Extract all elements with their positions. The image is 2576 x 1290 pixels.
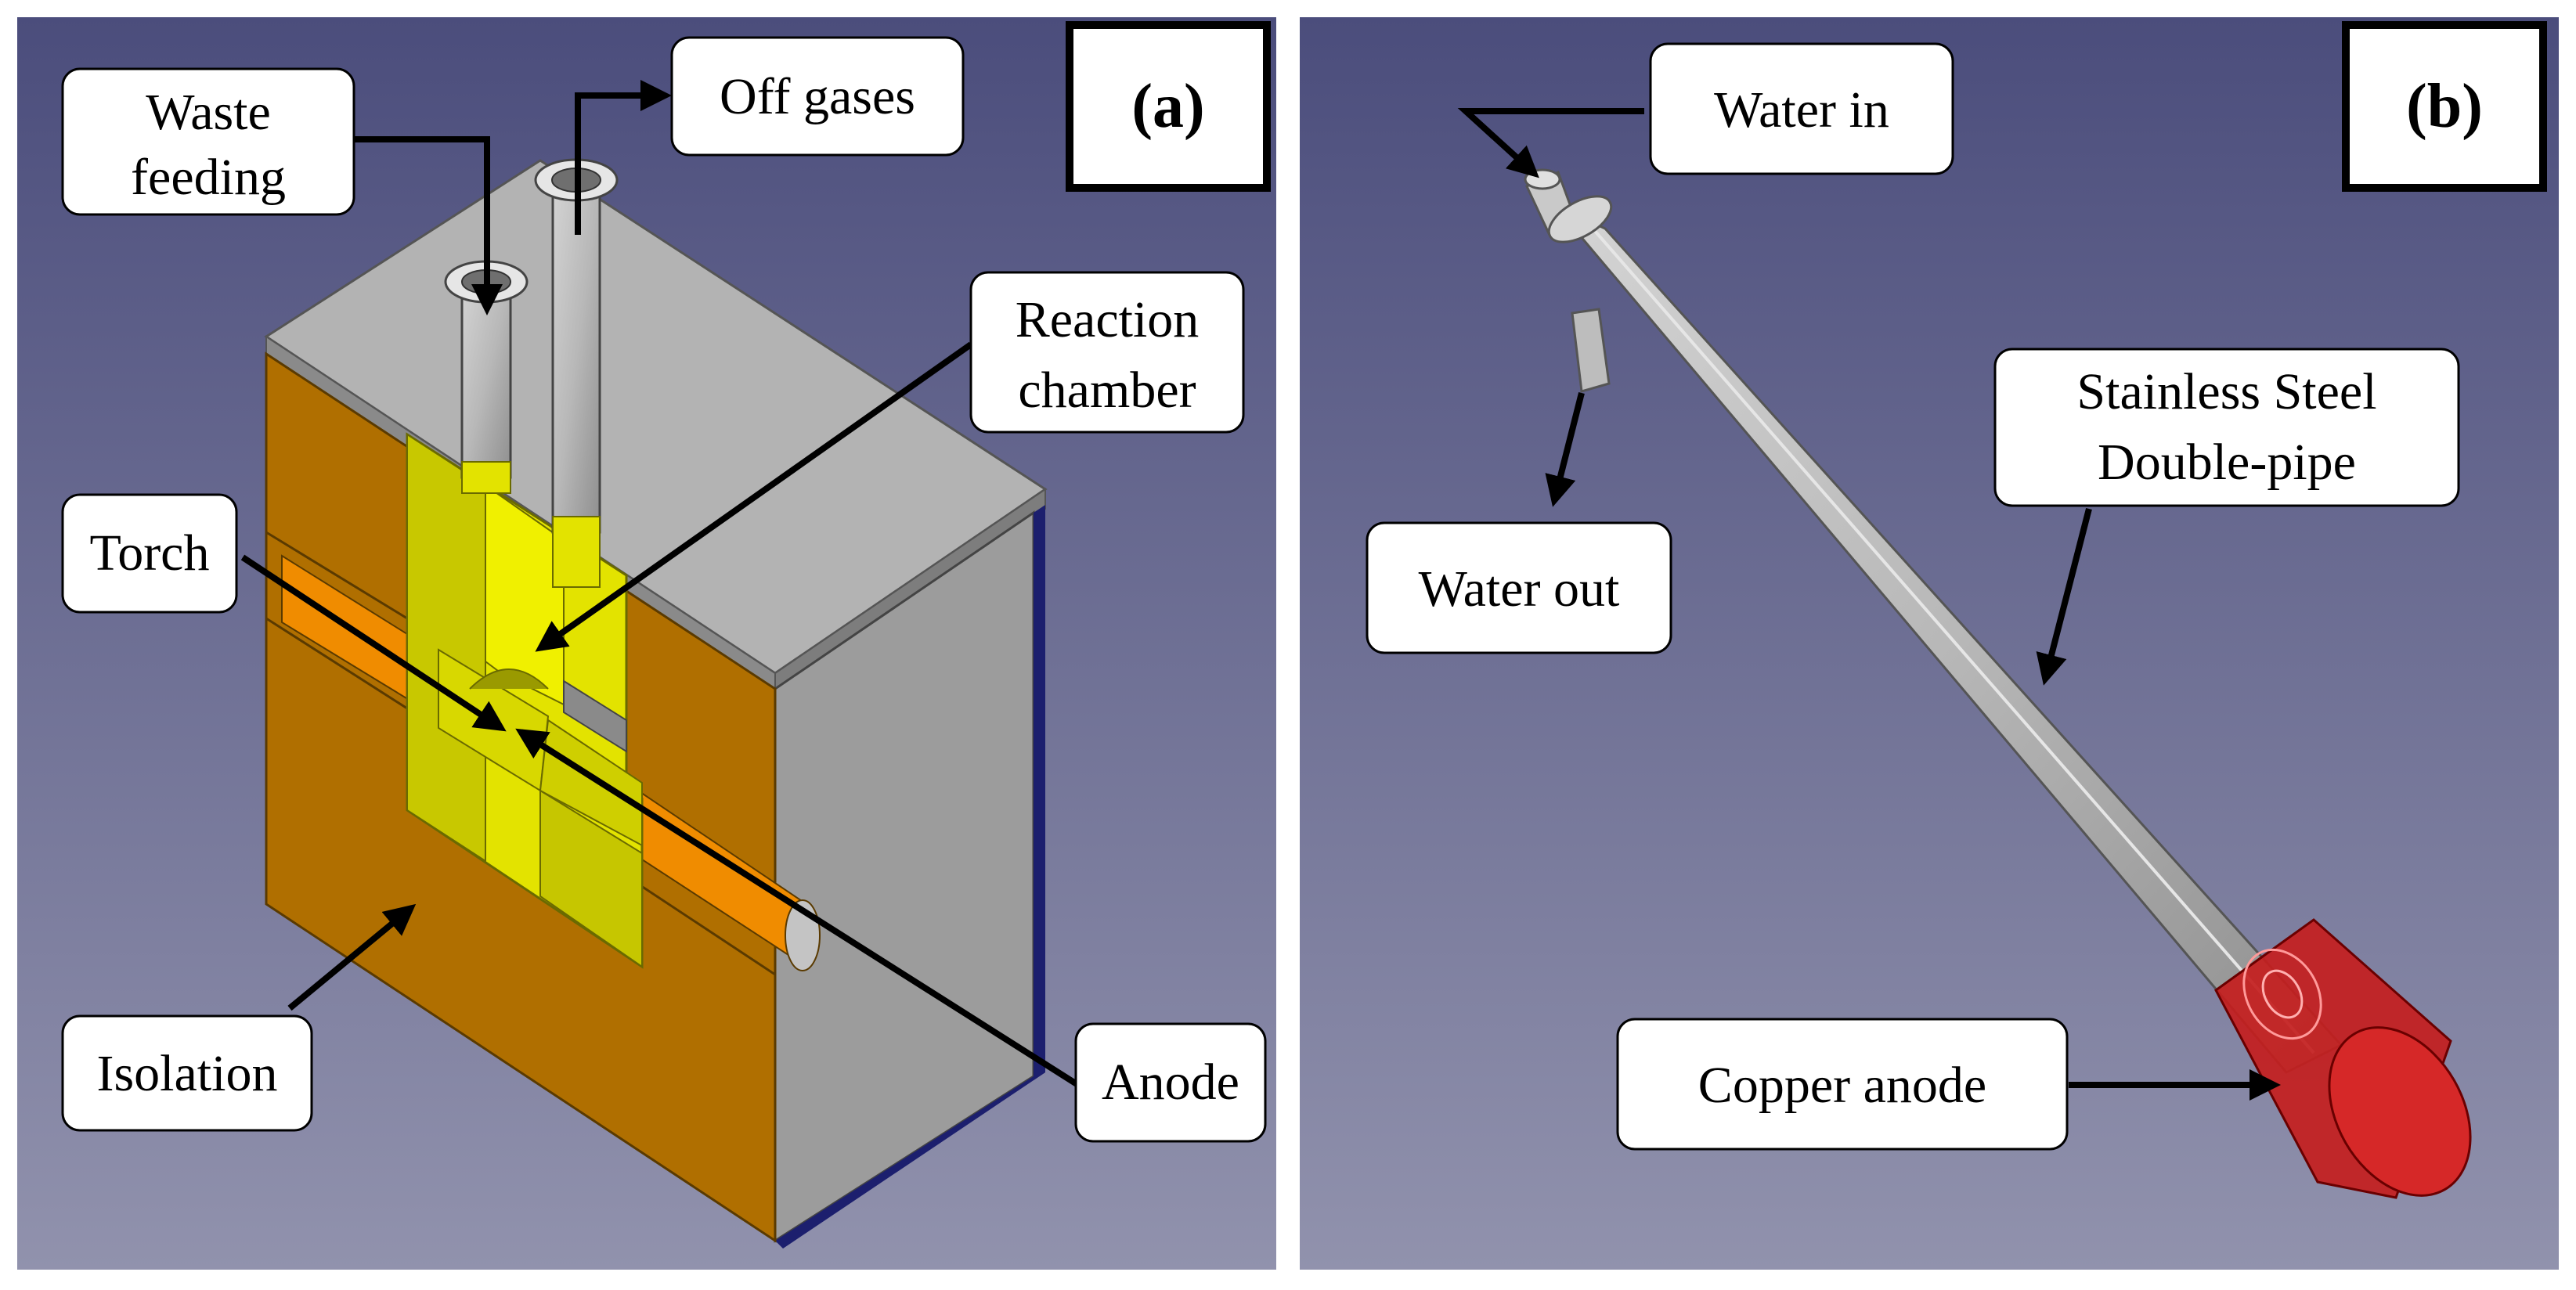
waste-feed-pipe xyxy=(460,280,512,479)
label-stainless-steel-line1: Stainless Steel xyxy=(2076,363,2376,420)
arrow-off-gases xyxy=(575,80,672,235)
label-waste-feeding-line1: Waste xyxy=(146,84,271,141)
label-reaction-chamber: Reaction chamber xyxy=(969,271,1245,434)
arrow-reaction-chamber xyxy=(535,341,973,652)
panel-b-tag: (b) xyxy=(2342,21,2547,192)
label-reaction-chamber-line1: Reaction xyxy=(1016,291,1200,348)
side-wall-edge xyxy=(1034,505,1045,1080)
label-anode-text: Anode xyxy=(1102,1054,1239,1111)
arrow-waste-feeding xyxy=(345,136,503,315)
label-reaction-chamber-line2: chamber xyxy=(1018,362,1196,419)
arrow-isolation xyxy=(287,903,417,1011)
arrow-water-in xyxy=(1457,108,1644,178)
label-anode: Anode xyxy=(1074,1022,1267,1143)
panel-a: Waste feeding Off gases Reaction chamber… xyxy=(17,17,1276,1270)
label-copper-anode: Copper anode xyxy=(1616,1018,2069,1151)
label-off-gases: Off gases xyxy=(670,36,965,157)
label-off-gases-text: Off gases xyxy=(720,68,915,125)
off-gas-pipe xyxy=(551,178,601,534)
label-water-in-text: Water in xyxy=(1714,81,1889,139)
label-water-out-text: Water out xyxy=(1419,560,1620,618)
copper-anode xyxy=(2214,918,2472,1199)
label-copper-anode-text: Copper anode xyxy=(1698,1057,1986,1114)
panel-a-tag: (a) xyxy=(1066,21,1271,192)
label-isolation: Isolation xyxy=(61,1014,313,1132)
arrow-anode xyxy=(515,728,1083,1090)
label-stainless-steel: Stainless Steel Double-pipe xyxy=(1993,348,2460,507)
water-out-nozzle xyxy=(1571,308,1611,393)
arrow-water-out xyxy=(1545,392,1585,507)
arrow-torch xyxy=(240,554,507,732)
label-waste-feeding-line2: feeding xyxy=(131,149,286,206)
panel-b-tag-text: (b) xyxy=(2406,72,2483,141)
label-torch: Torch xyxy=(61,493,238,614)
label-waste-feeding: Waste feeding xyxy=(61,67,355,216)
panel-a-tag-text: (a) xyxy=(1131,72,1204,141)
bottom-edge xyxy=(775,1072,1045,1249)
label-water-out: Water out xyxy=(1366,521,1672,654)
panel-b: Water in Water out Stainless Steel Doubl… xyxy=(1300,17,2559,1270)
label-stainless-steel-line2: Double-pipe xyxy=(2098,434,2356,491)
label-torch-text: Torch xyxy=(90,524,210,582)
label-isolation-text: Isolation xyxy=(97,1045,278,1102)
label-water-in: Water in xyxy=(1649,42,1954,175)
arrow-stainless-steel xyxy=(2036,508,2092,686)
